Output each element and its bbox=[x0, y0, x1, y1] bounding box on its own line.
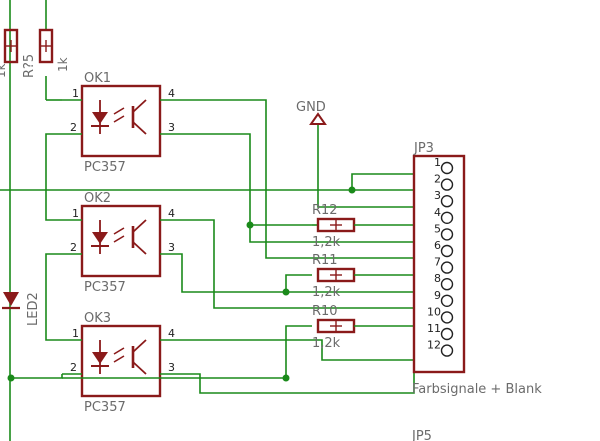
svg-text:2: 2 bbox=[70, 241, 77, 254]
optocoupler-ok2 bbox=[62, 204, 178, 278]
jp3-pin bbox=[440, 211, 454, 225]
svg-text:1: 1 bbox=[72, 87, 79, 100]
r10-name: R10 bbox=[312, 304, 338, 319]
jp3-pin-number: 5 bbox=[434, 222, 441, 235]
r11-name: R11 bbox=[312, 253, 338, 268]
ok3-name: OK3 bbox=[84, 311, 111, 326]
svg-text:4: 4 bbox=[168, 87, 175, 100]
jp3-pin-number: 4 bbox=[434, 206, 441, 219]
wire-ok3-pin3 bbox=[178, 360, 415, 394]
jp3-pin bbox=[440, 244, 454, 258]
ok2-type: PC357 bbox=[84, 280, 126, 295]
wire-ok1-pin4 bbox=[178, 99, 414, 259]
gnd-label: GND bbox=[296, 100, 326, 115]
ok3-type: PC357 bbox=[84, 400, 126, 415]
wire-gnd bbox=[317, 124, 414, 208]
resistor-top-left bbox=[3, 28, 19, 64]
wire-ok1-pin3 bbox=[178, 133, 414, 243]
optocoupler-ok1 bbox=[62, 84, 178, 158]
jp3-pin-number: 8 bbox=[434, 272, 441, 285]
svg-text:3: 3 bbox=[168, 361, 175, 374]
jp3-pin-number: 11 bbox=[427, 322, 441, 335]
gnd-symbol bbox=[309, 112, 327, 125]
wire-ok2-pin3 bbox=[178, 253, 414, 293]
jp3-pin bbox=[440, 311, 454, 324]
resistor-left-fragment: 1k bbox=[0, 63, 8, 78]
resistor-r10 bbox=[316, 318, 414, 334]
resistor-top-value: 1k bbox=[56, 57, 70, 72]
jp3-pin-number: 12 bbox=[427, 339, 441, 352]
ok2-name: OK2 bbox=[84, 191, 111, 206]
jp3-pin-number: 2 bbox=[434, 173, 441, 186]
resistor-top-name: R?5 bbox=[22, 54, 37, 78]
jp3-pin-number: 6 bbox=[434, 239, 441, 252]
jp3-pin bbox=[440, 278, 454, 291]
wire-ok2-ok3 bbox=[45, 253, 62, 341]
ok1-name: OK1 bbox=[84, 71, 111, 86]
jp3-pin bbox=[440, 228, 454, 241]
jp3-pin bbox=[440, 344, 454, 357]
r12-name: R12 bbox=[312, 203, 338, 218]
wire-main-bus bbox=[0, 173, 414, 191]
jp3-pin-number: 3 bbox=[434, 189, 441, 202]
jp3-pin bbox=[440, 194, 454, 208]
resistor-top-r5 bbox=[38, 28, 54, 64]
svg-text:2: 2 bbox=[70, 361, 77, 374]
jp3-pin-number: 7 bbox=[434, 256, 441, 269]
svg-text:1: 1 bbox=[72, 327, 79, 340]
jp3-pin bbox=[440, 327, 454, 341]
svg-text:4: 4 bbox=[168, 327, 175, 340]
jp3-pin-number: 1 bbox=[434, 156, 441, 169]
jp3-pin bbox=[440, 294, 454, 307]
jp3-pin-number: 9 bbox=[434, 289, 441, 302]
resistor-r11 bbox=[316, 267, 414, 283]
svg-text:2: 2 bbox=[70, 121, 77, 134]
wire-ok3-pin4 bbox=[178, 339, 414, 361]
optocoupler-ok3 bbox=[62, 324, 178, 398]
led2 bbox=[2, 292, 20, 310]
wire-ok2-pin4 bbox=[178, 219, 414, 309]
resistor-r12 bbox=[312, 217, 414, 233]
jp5-name: JP5 bbox=[411, 429, 432, 441]
led2-name: LED2 bbox=[26, 292, 41, 326]
svg-text:3: 3 bbox=[168, 121, 175, 134]
r11-value: 1,2k bbox=[312, 285, 341, 300]
r12-value: 1,2k bbox=[312, 235, 341, 250]
jp3-pin bbox=[440, 161, 454, 175]
jp3-name: JP3 bbox=[413, 141, 434, 156]
jp3-pin-number: 10 bbox=[427, 305, 441, 318]
wire-bottom-left bbox=[10, 374, 63, 379]
jp3-pin bbox=[440, 261, 454, 274]
svg-text:1: 1 bbox=[72, 207, 79, 220]
jp3-caption: Farbsignale + Blank bbox=[412, 382, 542, 397]
jp3-pin bbox=[440, 178, 454, 191]
svg-text:3: 3 bbox=[168, 241, 175, 254]
wire-ok3-feed bbox=[62, 325, 312, 379]
connector-jp3 bbox=[412, 154, 466, 374]
svg-text:4: 4 bbox=[168, 207, 175, 220]
wire-ok1-ok2 bbox=[45, 133, 62, 221]
ok1-type: PC357 bbox=[84, 160, 126, 175]
r10-value: 1,2k bbox=[312, 336, 341, 351]
